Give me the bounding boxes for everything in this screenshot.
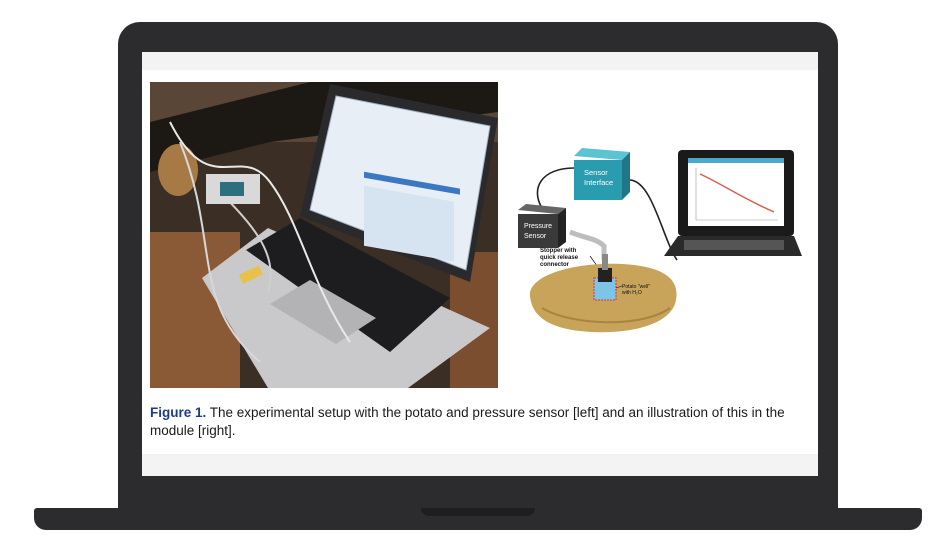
figure-label: Figure 1. bbox=[150, 405, 207, 420]
sensor-interface-box bbox=[574, 148, 630, 200]
laptop-illustration bbox=[664, 150, 802, 256]
pressure-sensor-label: Pressure bbox=[524, 223, 552, 230]
potato-well-label: Potato "well" bbox=[622, 284, 650, 290]
sensor-interface-label-2: Interface bbox=[584, 178, 613, 187]
stopper-label-3: connector bbox=[540, 262, 570, 268]
potato-illustration bbox=[529, 254, 677, 333]
stopper-label: Stopper with bbox=[540, 248, 577, 254]
laptop-screen: Sensor Interface Pressure Sensor bbox=[142, 52, 818, 476]
figure-caption: Figure 1. The experimental setup with th… bbox=[150, 404, 810, 440]
laptop-notch bbox=[421, 508, 535, 516]
pressure-curve bbox=[699, 173, 775, 213]
tube bbox=[569, 229, 607, 260]
laptop-base bbox=[34, 508, 922, 530]
stopper-label-2: quick release bbox=[540, 255, 579, 261]
figure-caption-text: The experimental setup with the potato a… bbox=[150, 405, 785, 438]
pressure-sensor-box bbox=[518, 204, 566, 248]
pressure-sensor-label-2: Sensor bbox=[524, 233, 547, 240]
sensor-interface-label: Sensor bbox=[584, 168, 608, 177]
cable bbox=[536, 167, 575, 209]
document-page: Sensor Interface Pressure Sensor bbox=[142, 70, 818, 454]
setup-illustration: Sensor Interface Pressure Sensor bbox=[512, 128, 802, 360]
experiment-photo bbox=[150, 82, 498, 388]
potato-well-label-2: with H₂O bbox=[622, 290, 642, 296]
